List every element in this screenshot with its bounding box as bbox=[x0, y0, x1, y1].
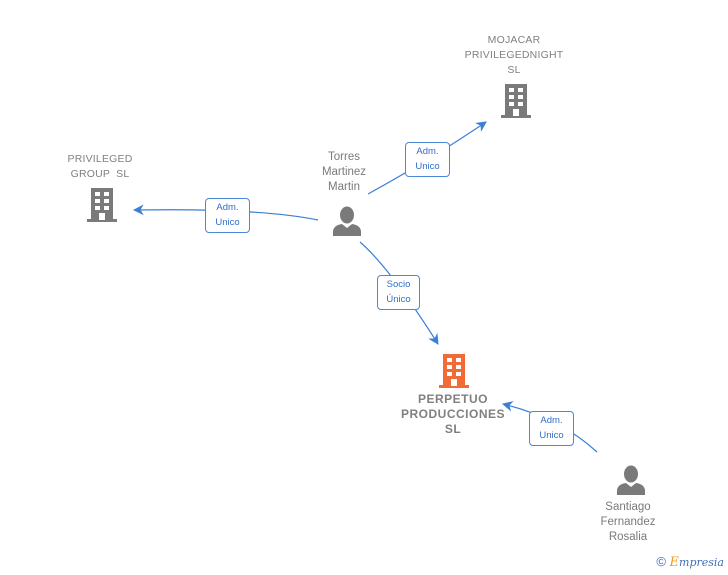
edge-label-line: Unico bbox=[215, 217, 240, 228]
node-mojacar-privilegednight-sl[interactable]: MOJACAR PRIVILEGEDNIGHT SL bbox=[450, 33, 578, 78]
brand-logo-text: mpresia bbox=[679, 556, 724, 569]
edge-label-line: Único bbox=[386, 294, 411, 305]
copyright-notice: © Empresia bbox=[656, 554, 724, 570]
building-icon-main[interactable] bbox=[438, 354, 471, 388]
copyright-icon: © bbox=[656, 554, 666, 569]
node-torres-martinez-martin[interactable]: Torres Martinez Martin bbox=[304, 150, 384, 195]
person-icon[interactable] bbox=[616, 465, 646, 495]
edge-label-line: Adm. bbox=[216, 202, 239, 213]
brand-logo-initial: E bbox=[669, 555, 680, 570]
node-privileged-group-sl[interactable]: PRIVILEGED GROUP SL bbox=[45, 152, 155, 182]
edge-label-torres-privileged[interactable]: Adm. Unico bbox=[205, 198, 250, 233]
node-label-line: GROUP SL bbox=[70, 168, 130, 180]
edge-label-line: Unico bbox=[539, 430, 564, 441]
node-label-line: SL bbox=[444, 422, 462, 436]
node-label-line: PRIVILEGEDNIGHT bbox=[464, 49, 564, 61]
node-label-line: MOJACAR bbox=[487, 34, 541, 46]
node-label-line: Fernandez bbox=[600, 516, 656, 528]
node-label-line: Rosalia bbox=[608, 531, 648, 543]
node-label-line: Santiago bbox=[605, 501, 651, 513]
node-label-line: Torres bbox=[328, 151, 360, 163]
node-label-line: PERPETUO bbox=[417, 392, 488, 406]
edge-label-torres-mojacar[interactable]: Adm. Unico bbox=[405, 142, 450, 177]
edge-label-line: Adm. bbox=[416, 146, 439, 157]
node-perpetuo-producciones-sl[interactable]: PERPETUO PRODUCCIONES SL bbox=[390, 392, 516, 437]
node-label-line: Martinez bbox=[321, 166, 367, 178]
building-icon[interactable] bbox=[86, 188, 119, 222]
node-label-line: PRIVILEGED bbox=[67, 153, 133, 165]
edge-label-santiago-perpetuo[interactable]: Adm. Unico bbox=[529, 411, 574, 446]
node-label-line: Martin bbox=[328, 181, 360, 193]
node-label-line: PRODUCCIONES bbox=[400, 407, 505, 421]
building-icon[interactable] bbox=[500, 84, 533, 118]
edge-label-line: Socio bbox=[386, 279, 411, 290]
edge-label-line: Adm. bbox=[540, 415, 563, 426]
node-label-line: SL bbox=[507, 64, 521, 76]
person-icon[interactable] bbox=[332, 206, 362, 236]
edge-label-line: Unico bbox=[415, 161, 440, 172]
node-santiago-fernandez-rosalia[interactable]: Santiago Fernandez Rosalia bbox=[588, 500, 668, 545]
edge-label-torres-perpetuo[interactable]: Socio Único bbox=[377, 275, 420, 310]
